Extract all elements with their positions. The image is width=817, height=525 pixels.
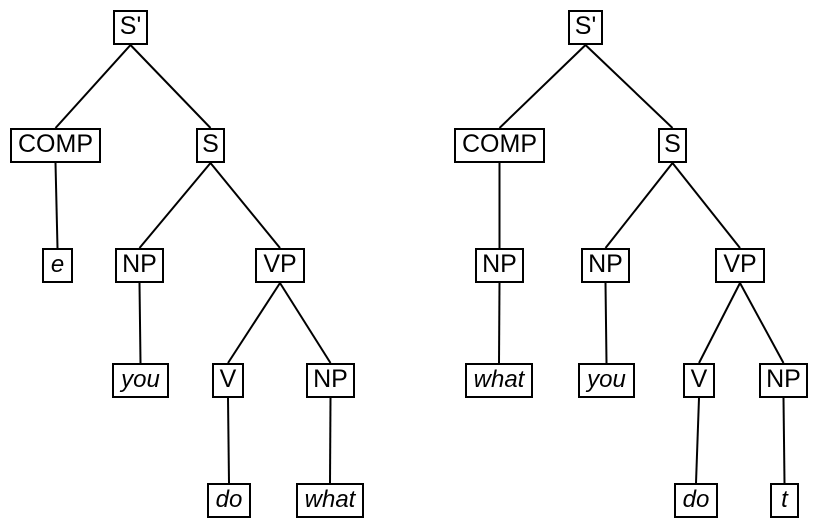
tree-node-vp: VP [715,248,765,283]
tree-node-np: NP [581,248,630,283]
tree-node-label: COMP [462,130,537,158]
tree-node-you: you [578,363,635,398]
tree-node-label: S [202,130,219,158]
tree-node-label: you [121,365,160,393]
tree-node-s: S' [568,10,603,45]
tree-node-label: V [690,365,708,393]
tree-node-label: V [219,365,237,393]
tree-node-label: NP [766,365,801,393]
tree-node-label: e [50,250,65,278]
tree-node-v: V [212,363,244,398]
tree-node-label: NP [588,250,623,278]
tree-node-label: S' [574,12,597,40]
tree-node-np: NP [306,363,355,398]
tree-node-label: NP [482,250,517,278]
tree-node-np: NP [475,248,524,283]
tree-node-e: e [42,248,73,283]
tree-node-v: V [683,363,715,398]
tree-node-you: you [112,363,169,398]
tree-node-label: COMP [18,130,93,158]
tree-node-vp: VP [255,248,305,283]
tree-node-label: do [682,485,710,513]
tree-node-np: NP [759,363,808,398]
tree-node-label: what [304,485,356,513]
tree-node-label: S' [119,12,142,40]
tree-node-t: t [770,483,799,518]
tree-node-comp: COMP [10,128,101,163]
tree-node-s: S' [113,10,148,45]
tree-node-label: S [664,130,681,158]
tree-node-s: S [658,128,687,163]
tree-node-label: NP [313,365,348,393]
tree-node-label: VP [723,250,757,278]
tree-node-label: what [473,365,525,393]
tree-node-what: what [465,363,533,398]
tree-node-np: NP [115,248,164,283]
tree-node-label: VP [263,250,297,278]
tree-node-s: S [196,128,225,163]
tree-node-label: t [781,485,788,513]
tree-node-do: do [207,483,251,518]
tree-node-label: NP [122,250,157,278]
tree-node-label: do [215,485,243,513]
tree-node-label: you [587,365,626,393]
tree-node-do: do [674,483,718,518]
tree-node-comp: COMP [454,128,545,163]
tree-node-what: what [296,483,364,518]
